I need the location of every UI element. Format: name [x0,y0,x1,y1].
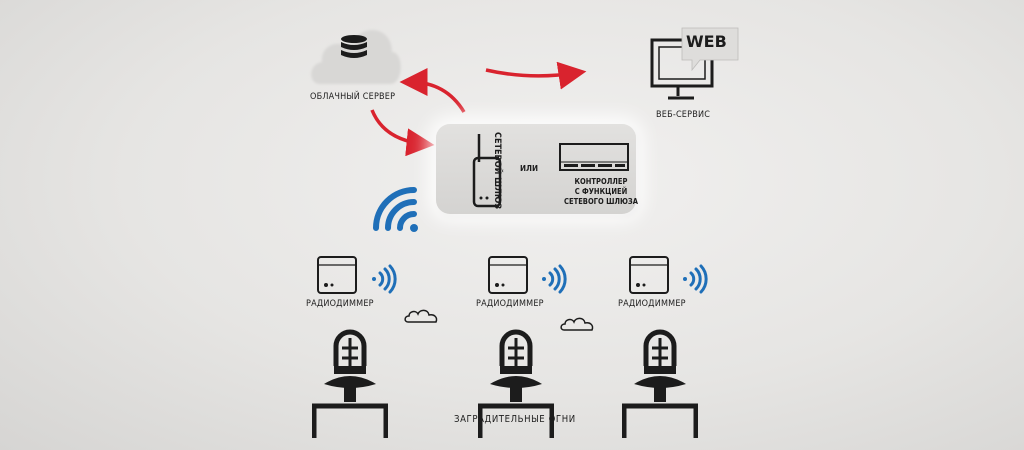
monitor-icon [650,27,739,100]
dimmer-label-1: РАДИОДИММЕР [306,299,374,309]
arrow-gateway-to-cloud [399,68,466,113]
controller-label-line3: СЕТЕВОГО ШЛЮЗА [564,197,638,206]
dimmer-device-icon-1 [317,256,357,294]
dimmer-label-3: РАДИОДИММЕР [618,299,686,309]
dimmer-wifi-icon-3 [683,264,708,294]
database-icon [341,35,367,58]
dimmer-wifi-icon-1 [372,264,397,294]
controller-label-line2: С ФУНКЦИЕЙ [574,187,628,196]
dimmer-device-icon-2 [488,256,528,294]
controller-label-line1: КОНТРОЛЛЕР [574,177,628,186]
wifi-icon [373,187,418,232]
gateway-device-icon [472,134,502,208]
dimmer-device-icon-3 [629,256,669,294]
controller-icon [559,143,629,171]
barrier-lights-label: ЗАГРАДИТЕЛЬНЫЕ ОГНИ [454,414,576,425]
dimmer-label-2: РАДИОДИММЕР [476,299,544,309]
web-service-label: ВЕБ-СЕРВИС [656,110,711,120]
beacon-light-icon-3 [622,329,698,438]
web-badge: WEB [686,32,727,51]
cloud-server-label: ОБЛАЧНЫЙ СЕРВЕР [310,92,396,102]
controller-label: КОНТРОЛЛЕР С ФУНКЦИЕЙ СЕТЕВОГО ШЛЮЗА [556,177,646,207]
or-label: ИЛИ [520,164,539,173]
arrow-cloud-to-web [485,61,587,90]
arrow-cloud-to-gateway [370,109,435,157]
small-cloud-icon-2 [560,317,594,331]
beacon-light-icon-2 [478,329,554,438]
small-cloud-icon-1 [404,309,438,323]
beacon-light-icon-1 [312,329,388,438]
dimmer-wifi-icon-2 [542,264,567,294]
